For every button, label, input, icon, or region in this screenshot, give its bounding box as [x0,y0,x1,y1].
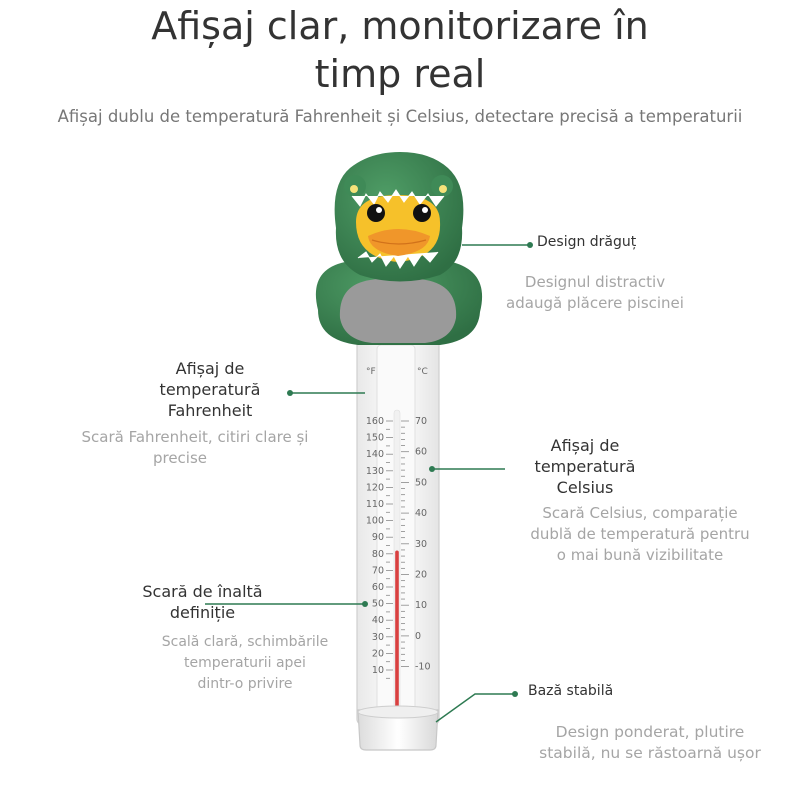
celsius-tick-label: 50 [415,477,427,488]
fahrenheit-tick-label: 30 [372,632,384,643]
celsius-tick-label: 40 [415,508,427,519]
fahrenheit-tick-label: 80 [372,549,384,560]
fahrenheit-label: Afișaj de temperatură Fahrenheit [159,359,261,420]
fahrenheit-tick-label: 70 [372,565,384,576]
page-title: Afișaj clar, monitorizare în timp real [151,4,649,96]
base-label: Bază stabilă [528,683,614,699]
fahrenheit-tick-label: 150 [366,433,384,444]
fahrenheit-tick-label: 110 [366,499,384,510]
celsius-label: Afișaj de temperatură Celsius [534,436,636,497]
mercury-column [395,550,399,716]
fahrenheit-unit: °F [366,367,376,377]
celsius-tick-label: 10 [415,600,427,611]
fahrenheit-tick-label: 10 [372,665,384,676]
duck-crocodile-mascot-icon [315,152,483,345]
celsius-tick-label: -10 [415,662,431,673]
fahrenheit-tick-label: 100 [366,516,384,527]
thermometer-icon: 160150140130120110100908070605040302010 … [356,334,440,726]
fahrenheit-tick-label: 60 [372,582,384,593]
fahrenheit-tick-label: 50 [372,599,384,610]
celsius-scale: 70 60 50 40 30 20 10 0 -10 [401,416,431,673]
fahrenheit-tick-label: 20 [372,648,384,659]
scale-label: Scară de înaltă definiție [142,582,263,622]
celsius-unit: °C [417,367,428,377]
fahrenheit-tick-label: 90 [372,532,384,543]
celsius-tick-label: 60 [415,447,427,458]
celsius-description: Scară Celsius, comparație dublă de tempe… [530,504,750,564]
base-weight [357,705,439,751]
design-label: Design drăguț [537,234,637,250]
fahrenheit-tick-label: 160 [366,416,384,427]
fahrenheit-description: Scară Fahrenheit, citiri clare și precis… [81,428,309,467]
celsius-tick-label: 30 [415,539,427,550]
fahrenheit-tick-label: 130 [366,466,384,477]
fahrenheit-scale: 160 150 140 130 120 110 100 90 80 70 60 50 40 30 20 10 [366,416,393,679]
scale-description: Scală clară, schimbările temperaturii ap… [161,634,329,692]
page-subtitle: Afișaj dublu de temperatură Fahrenheit ș… [57,107,743,126]
fahrenheit-tick-label: 40 [372,615,384,626]
celsius-tick-label: 20 [415,570,427,581]
fahrenheit-tick-label: 140 [366,449,384,460]
celsius-tick-label: 0 [415,631,421,642]
design-description: Designul distractiv adaugă plăcere pisci… [506,273,684,312]
fahrenheit-tick-label: 120 [366,482,384,493]
celsius-tick-label: 70 [415,416,427,427]
base-description: Design ponderat, plutire stabilă, nu se … [539,723,761,762]
leader-lines [205,242,533,723]
